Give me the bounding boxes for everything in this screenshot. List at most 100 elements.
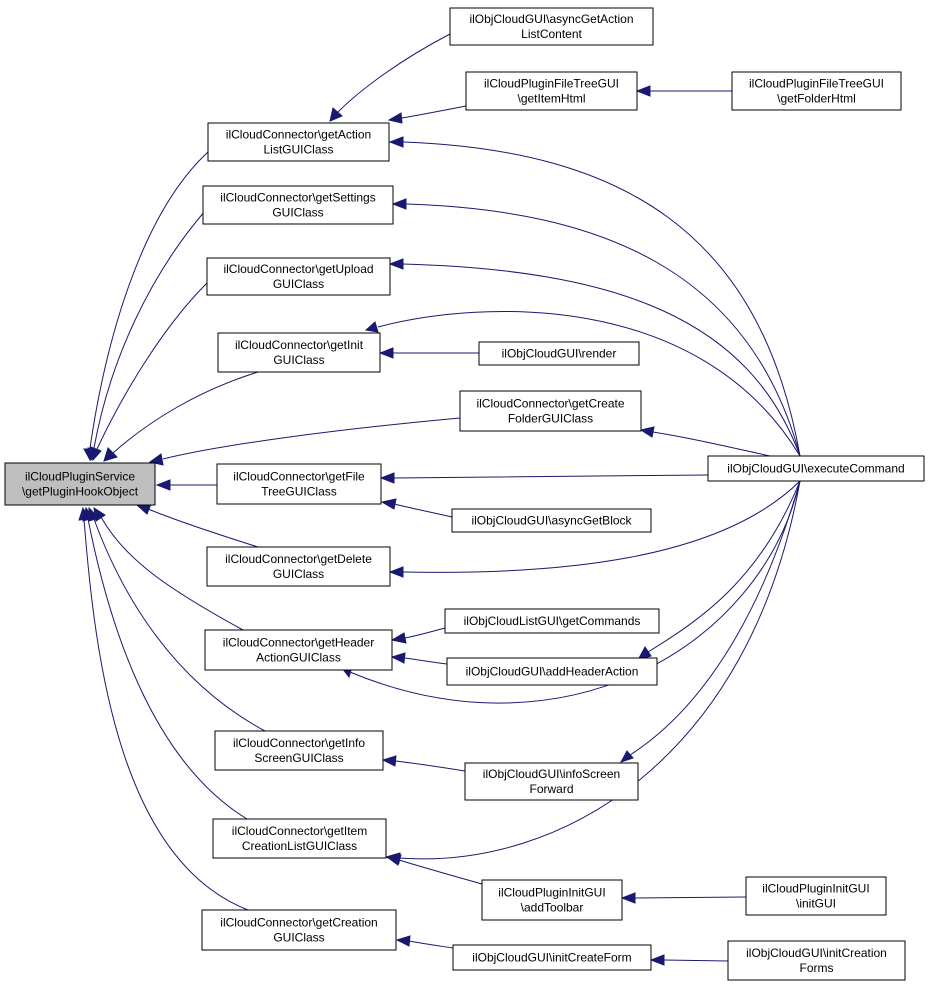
node-box <box>464 762 639 801</box>
e-creationforms-createform-line <box>663 959 729 962</box>
node-label-line: CreationListGUIClass <box>242 839 357 853</box>
e-exec-createfolder-arrowhead <box>639 426 655 438</box>
node-label-line: ilObjCloudGUI\initCreation <box>746 946 887 960</box>
node-label-line: ilCloudConnector\getCreation <box>220 916 377 930</box>
node-label-line: ilCloudConnector\getCreate <box>476 397 624 411</box>
e-exec-upload-arrowhead <box>388 258 404 270</box>
node-render[interactable]: ilObjCloudGUI\render <box>478 341 640 366</box>
e-infoforward-info-arrowhead <box>381 755 397 767</box>
e-asyncaction-caction-line <box>337 33 451 113</box>
e-exec-createfolder <box>639 426 771 457</box>
e-upload-root-arrowhead <box>90 446 102 462</box>
node-label-line: \getItemHtml <box>517 92 585 106</box>
e-exec-caction <box>388 136 801 457</box>
e-creation-root <box>78 506 249 911</box>
node-label-line: ilCloudConnector\getDelete <box>225 552 372 566</box>
e-folderhtml-itemhtml-arrowhead <box>635 85 651 97</box>
node-box <box>201 909 397 951</box>
node-execute[interactable]: ilObjCloudGUI\executeCommand <box>707 455 925 482</box>
node-label-line: ilCloudConnector\getUpload <box>223 262 373 276</box>
node-filetree-item[interactable]: ilCloudPluginFileTreeGUI\getItemHtml <box>465 71 638 111</box>
e-exec-infoforward <box>619 480 801 763</box>
node-box <box>207 122 390 162</box>
node-label-line: \getPluginHookObject <box>22 485 139 499</box>
e-exec-delete-arrowhead <box>388 566 404 578</box>
e-exec-settings-arrowhead <box>391 198 407 210</box>
e-exec-init-arrowhead <box>364 321 379 333</box>
node-box <box>449 7 654 46</box>
node-root[interactable]: ilCloudPluginService\getPluginHookObject <box>4 462 156 506</box>
e-exec-addheader-line <box>647 480 801 653</box>
node-c-item[interactable]: ilCloudConnector\getItemCreationListGUIC… <box>212 818 387 859</box>
e-toolbar-item-arrowhead <box>385 854 402 866</box>
node-label-line: GUIClass <box>273 931 324 945</box>
node-box <box>465 71 638 111</box>
node-label-line: \initGUI <box>796 897 836 911</box>
e-addheader-header-arrowhead <box>390 652 406 664</box>
e-createfolder-root <box>148 417 461 466</box>
node-box <box>745 876 887 916</box>
e-exec-settings <box>391 198 801 457</box>
node-label-line: ilObjCloudGUI\asyncGetAction <box>469 12 633 26</box>
e-asyncblock-filetree-line <box>393 503 453 518</box>
edges <box>78 33 801 966</box>
node-label-line: \addToolbar <box>521 901 584 915</box>
node-label-line: ilCloudConnector\getSettings <box>220 191 375 205</box>
node-label-line: \getFolderHtml <box>777 92 856 106</box>
e-creationforms-createform-arrowhead <box>649 954 665 966</box>
e-delete-root <box>135 503 259 548</box>
e-itemhtml-caction <box>387 105 467 124</box>
e-exec-caction-arrowhead <box>388 136 404 148</box>
node-label-line: ilObjCloudGUI\infoScreen <box>483 767 620 781</box>
node-add-header[interactable]: ilObjCloudGUI\addHeaderAction <box>446 657 658 686</box>
e-asyncaction-caction-arrowhead <box>329 107 343 122</box>
node-label-line: Forward <box>529 782 573 796</box>
e-commands-header-arrowhead <box>390 632 407 644</box>
e-header-root-line <box>100 516 244 631</box>
node-init-toolbar[interactable]: ilCloudPluginInitGUI\addToolbar <box>481 879 623 921</box>
e-asyncblock-filetree-arrowhead <box>380 498 397 510</box>
node-label-line: ilCloudPluginService <box>25 470 135 484</box>
e-init-root-line <box>112 371 259 454</box>
node-box <box>478 341 640 366</box>
e-info-root <box>88 506 266 732</box>
node-list-commands[interactable]: ilObjCloudListGUI\getCommands <box>444 608 660 634</box>
node-filetree-folder[interactable]: ilCloudPluginFileTreeGUI\getFolderHtml <box>731 71 902 111</box>
node-async-block[interactable]: ilObjCloudGUI\asyncGetBlock <box>451 508 652 533</box>
node-label-line: ilCloudConnector\getInfo <box>233 736 365 750</box>
node-label-line: ilObjCloudGUI\initCreateForm <box>472 951 631 965</box>
node-box <box>202 185 394 225</box>
node-label-line: ScreenGUIClass <box>254 751 343 765</box>
e-info-root-line <box>93 518 266 732</box>
nodes: ilCloudPluginService\getPluginHookObject… <box>4 7 925 981</box>
node-box <box>707 455 925 482</box>
e-filetree-root <box>155 479 217 491</box>
node-init-gui[interactable]: ilCloudPluginInitGUI\initGUI <box>745 876 887 916</box>
node-box <box>212 818 387 859</box>
node-box <box>4 462 156 506</box>
node-label-line: ilObjCloudGUI\addHeaderAction <box>466 665 639 679</box>
e-exec-item-line <box>398 480 801 860</box>
node-init-create-form[interactable]: ilObjCloudGUI\initCreateForm <box>452 944 652 971</box>
e-createform-creation <box>395 935 454 949</box>
node-box <box>731 71 902 111</box>
node-box <box>452 944 652 971</box>
e-upload-root <box>90 282 208 462</box>
node-label-line: GUIClass <box>273 567 324 581</box>
node-label-line: ilCloudPluginInitGUI <box>498 886 605 900</box>
e-action-root-line <box>89 151 209 449</box>
